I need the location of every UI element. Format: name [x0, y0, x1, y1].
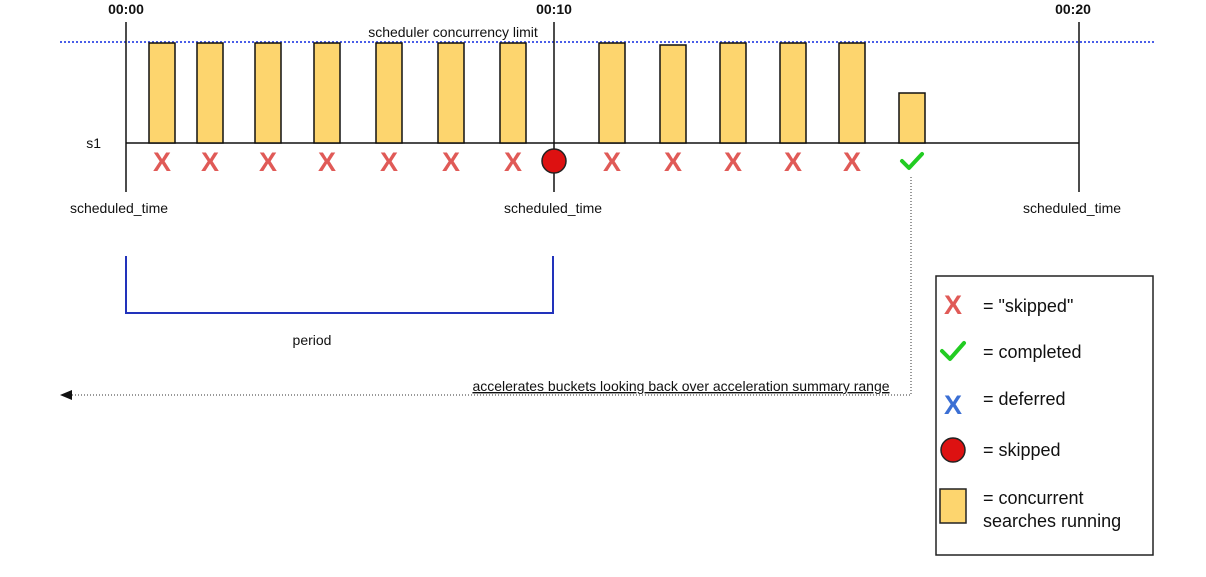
time-label-start: 00:00 [108, 1, 144, 17]
legend-deferred-icon: X [944, 390, 962, 420]
skipped-x-icon: X [784, 147, 802, 177]
scheduled-time-label-end: scheduled_time [1023, 200, 1121, 216]
legend-skipped-x-icon: X [944, 290, 962, 320]
concurrency-limit-label: scheduler concurrency limit [368, 24, 538, 40]
legend-completed-text: = completed [983, 342, 1082, 362]
concurrent-search-bar [437, 42, 465, 144]
concurrent-search-bar [375, 42, 403, 144]
concurrent-search-bar [719, 42, 747, 144]
legend-deferred-text: = deferred [983, 389, 1066, 409]
concurrent-search-bar [254, 42, 282, 144]
skipped-x-icon: X [201, 147, 219, 177]
legend-check-icon [940, 341, 966, 361]
skipped-x-icon: X [153, 147, 171, 177]
skipped-x-icon: X [318, 147, 336, 177]
legend-skipped-x-text: = "skipped" [983, 296, 1073, 316]
row-label-s1: s1 [86, 135, 101, 151]
skipped-x-icon: X [259, 147, 277, 177]
concurrent-search-bar [598, 42, 626, 144]
period-label: period [293, 332, 332, 348]
legend-skipped-dot-text: = skipped [983, 440, 1061, 460]
scheduled-time-label-start: scheduled_time [70, 200, 168, 216]
concurrent-search-bar [196, 42, 224, 144]
acceleration-arrowhead [60, 390, 72, 400]
skipped-x-icon: X [442, 147, 460, 177]
skipped-x-icon: X [380, 147, 398, 177]
period-bracket [125, 256, 554, 314]
concurrent-search-bar [838, 42, 866, 144]
skipped-x-icon: X [724, 147, 742, 177]
completed-check-icon [900, 152, 924, 170]
concurrent-search-bar [779, 42, 807, 144]
bars-layer [148, 42, 926, 144]
skipped-x-icon: X [504, 147, 522, 177]
legend: X = "skipped" = completed X = deferred =… [935, 275, 1154, 556]
legend-box [935, 275, 1154, 556]
legend-concurrent-text-line1: = concurrent [983, 488, 1084, 508]
skipped-x-icon: X [843, 147, 861, 177]
concurrent-search-bar [148, 42, 176, 144]
acceleration-label: accelerates buckets looking back over ac… [472, 378, 889, 394]
concurrent-search-bar [659, 44, 687, 144]
time-label-mid: 00:10 [536, 1, 572, 17]
concurrent-search-bar [499, 42, 527, 144]
legend-skipped-dot-icon [940, 437, 966, 463]
skipped-dot-icon [541, 148, 567, 174]
time-label-end: 00:20 [1055, 1, 1091, 17]
legend-concurrent-text-line2: searches running [983, 511, 1121, 531]
legend-concurrent-icon [939, 488, 967, 524]
skipped-x-icon: X [664, 147, 682, 177]
concurrent-search-bar [313, 42, 341, 144]
scheduled-time-label-mid: scheduled_time [504, 200, 602, 216]
concurrent-search-bar [898, 92, 926, 144]
skipped-x-icon: X [603, 147, 621, 177]
